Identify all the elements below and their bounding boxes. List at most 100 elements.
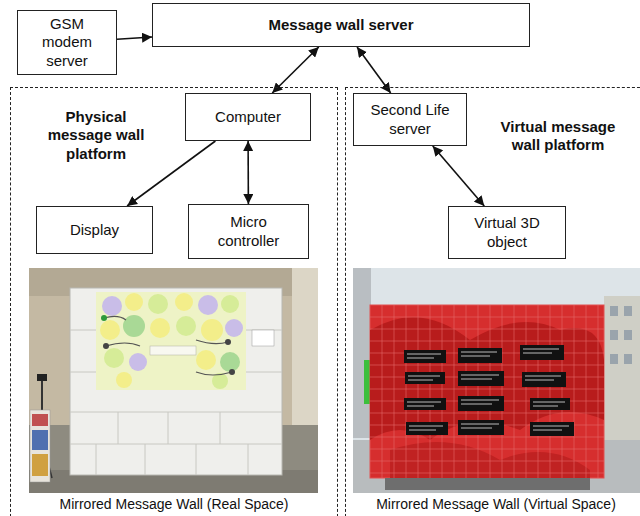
virtual-space-photo bbox=[353, 268, 640, 493]
virtual-space-photo-part bbox=[364, 360, 370, 404]
projected-screen-part bbox=[221, 295, 239, 313]
projected-screen-part bbox=[220, 352, 240, 372]
wall-grid-part bbox=[454, 305, 455, 478]
real-space-photo-part bbox=[292, 268, 318, 428]
block-wall-part bbox=[70, 372, 96, 373]
message-tiles-part bbox=[525, 380, 554, 381]
wall-grid-part bbox=[430, 305, 431, 478]
box-label: GSM modem server bbox=[26, 15, 108, 70]
message-tiles-part bbox=[409, 426, 443, 427]
wall-grid-part bbox=[586, 305, 587, 478]
wall-grid-part bbox=[466, 305, 467, 478]
wall-grid-part bbox=[490, 305, 491, 478]
message-tiles-part bbox=[408, 380, 433, 381]
projected-screen-part bbox=[198, 295, 218, 315]
wall-grid-part bbox=[406, 305, 407, 478]
connector-arrow bbox=[127, 141, 215, 206]
message-tiles-part bbox=[407, 402, 441, 403]
projected-screen-part bbox=[100, 320, 120, 340]
virtual-space-photo-part bbox=[624, 330, 632, 340]
box-label: Virtual 3D object bbox=[465, 214, 550, 251]
block-wall-part bbox=[196, 444, 197, 475]
wall-grid-part bbox=[526, 305, 527, 478]
wall-grid-part bbox=[562, 305, 563, 478]
connector-arrow bbox=[117, 37, 152, 39]
poster-stand-part bbox=[32, 430, 48, 450]
message-tiles-part bbox=[533, 426, 569, 427]
message-tiles-part bbox=[461, 400, 499, 401]
block-wall-part bbox=[145, 444, 146, 475]
poster-stand-part bbox=[32, 414, 48, 426]
connector-arrow bbox=[433, 146, 485, 206]
virtual-space-photo-part bbox=[604, 296, 640, 446]
message-tiles-part bbox=[458, 371, 504, 386]
red-message-wall-part bbox=[370, 305, 604, 478]
wall-grid-part bbox=[370, 461, 604, 462]
projected-screen-part bbox=[150, 346, 196, 355]
message-tiles-part bbox=[405, 372, 445, 384]
wall-grid-part bbox=[502, 305, 503, 478]
projected-screen-part bbox=[123, 315, 145, 337]
poster-stand bbox=[30, 410, 50, 482]
projected-screen-part bbox=[104, 316, 126, 320]
wall-grid-part bbox=[550, 305, 551, 478]
message-tiles-part bbox=[458, 348, 502, 363]
object-box: Virtual 3D object bbox=[448, 206, 566, 259]
poster-stand-part bbox=[32, 454, 48, 476]
message-tiles-part bbox=[533, 430, 562, 431]
message-tiles-part bbox=[533, 406, 558, 407]
message-tiles-part bbox=[458, 420, 504, 435]
wall-grid bbox=[370, 305, 604, 478]
box-label: Display bbox=[70, 221, 119, 239]
region-heading: Physical message wall platform bbox=[40, 108, 152, 163]
projected-screen bbox=[96, 292, 246, 390]
wall-grid-part bbox=[370, 329, 604, 330]
message-tiles-part bbox=[522, 372, 566, 387]
projected-screen-part bbox=[196, 350, 216, 370]
block-wall-part bbox=[118, 412, 119, 444]
server-box: GSM modem server bbox=[17, 10, 117, 75]
controller-box: Micro controller bbox=[188, 204, 309, 259]
caption-holder: Mirrored Message Wall (Virtual Space) bbox=[352, 496, 640, 512]
message-tiles-part bbox=[520, 345, 564, 360]
block-wall-part bbox=[252, 330, 274, 346]
message-tiles-part bbox=[461, 356, 490, 357]
projected-screen-part bbox=[196, 372, 232, 375]
message-tiles-part bbox=[525, 376, 561, 377]
server-box: Message wall server bbox=[152, 3, 530, 47]
poster-stand-part bbox=[30, 410, 50, 482]
projected-screen-part bbox=[196, 340, 228, 344]
real-space-photo-part bbox=[29, 268, 318, 493]
message-tiles-part bbox=[461, 404, 492, 405]
virtual-space-photo-part bbox=[353, 268, 371, 438]
wall-grid-part bbox=[514, 305, 515, 478]
virtual-space-photo-part bbox=[610, 354, 618, 364]
message-tiles-part bbox=[407, 354, 441, 355]
photo-caption: Mirrored Message Wall (Real Space) bbox=[28, 496, 320, 512]
virtual-space-photo-part bbox=[624, 306, 632, 316]
block-wall-part bbox=[248, 444, 249, 475]
display-box: Display bbox=[36, 206, 153, 254]
projected-screen-part bbox=[225, 339, 231, 345]
box-label: Second Life server bbox=[363, 101, 458, 138]
projected-screen-part bbox=[103, 343, 109, 349]
message-tiles-part bbox=[408, 376, 440, 377]
wall-grid-part bbox=[370, 413, 604, 414]
platform-region: Physical message wall platform ComputerDi… bbox=[10, 87, 338, 516]
tripod-part bbox=[37, 374, 47, 381]
message-tiles-part bbox=[404, 398, 446, 410]
virtual-space-photo-part bbox=[610, 306, 618, 316]
message-tiles bbox=[404, 345, 574, 436]
block-wall-part bbox=[70, 412, 282, 413]
block-wall-part bbox=[96, 444, 97, 475]
wall-grid-part bbox=[478, 305, 479, 478]
projected-screen-part bbox=[150, 318, 170, 338]
message-tiles-part bbox=[461, 352, 497, 353]
virtual-space-photo-part bbox=[624, 354, 632, 364]
server-box: Second Life server bbox=[353, 93, 467, 146]
block-wall-part bbox=[70, 288, 282, 475]
wall-grid-part bbox=[598, 305, 599, 478]
projected-screen-part bbox=[148, 294, 168, 314]
box-label: Computer bbox=[215, 108, 281, 126]
wall-grid-part bbox=[418, 305, 419, 478]
